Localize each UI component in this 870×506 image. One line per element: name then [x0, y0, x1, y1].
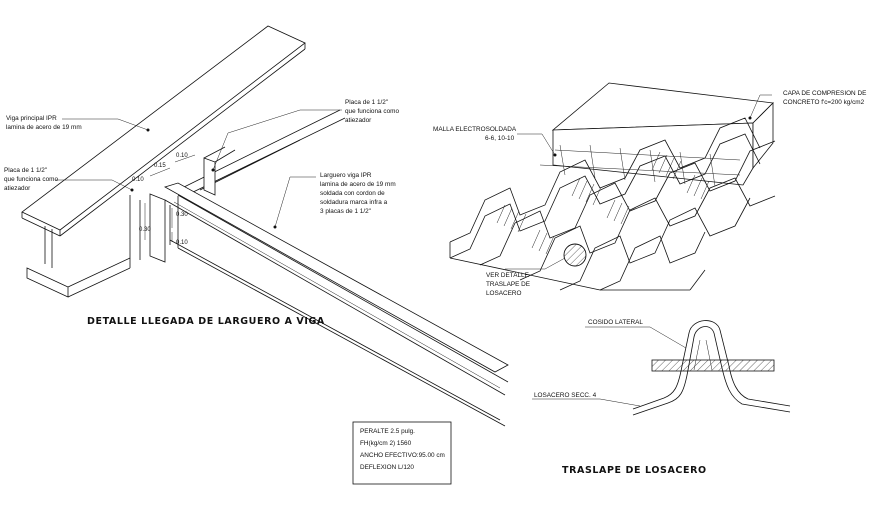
stiffener-plate-left	[149, 193, 166, 263]
label-larguero-5: 3 placas de 1 1/2"	[320, 208, 371, 215]
stiffener-plate-top	[203, 146, 236, 196]
lap-section	[632, 320, 791, 416]
label-malla-2: 6-6, 10-10	[485, 135, 515, 142]
dim-label-0-30-left: 0.30	[139, 227, 151, 233]
label-placa-top-3: atiezador	[345, 117, 372, 124]
label-larguero-3: soldada con cordon de	[320, 190, 385, 197]
label-larguero-2: lamina de acero de 19 mm	[320, 181, 396, 188]
label-viga-principal-2: lamina de acero de 19 mm	[6, 124, 82, 131]
main-beam-ipr	[21, 25, 346, 298]
label-capa-compresion-2: CONCRETO f'c=200 kg/cm2	[783, 99, 865, 106]
leader-lines-deck	[505, 94, 772, 270]
dim-label-0-10-top: 0.10	[176, 153, 188, 159]
steel-deck-losacero	[449, 117, 776, 291]
label-cosido-lateral: COSIDO LATERAL	[588, 319, 643, 326]
dim-label-0-10-bottom: 0.10	[176, 240, 188, 246]
label-placa-left-1: Placa de 1 1/2"	[4, 167, 47, 174]
label-losacero-secc: LOSACERO SECC. 4	[534, 392, 597, 399]
label-viga-principal-1: Viga principal IPR	[6, 115, 57, 122]
dim-label-0-30-right: 0.30	[176, 212, 188, 218]
leader-lines-lap	[532, 326, 687, 407]
label-larguero-4: soldadura marca infra a	[320, 199, 388, 206]
secondary-beam-larguero	[163, 182, 509, 427]
label-malla-1: MALLA ELECTROSOLDADA	[433, 126, 517, 133]
spec-deflexion: DEFLEXION L/120	[360, 464, 414, 471]
beam-detail-title: DETALLE LLEGADA DE LARGUERO A VIGA	[87, 316, 325, 327]
label-placa-top-1: Placa de 1 1/2"	[345, 99, 388, 106]
spec-box	[352, 421, 452, 485]
lap-detail-marker	[563, 243, 587, 267]
dim-label-0-10-left: 0.10	[132, 177, 144, 183]
label-placa-left-2: que funciona como	[4, 176, 58, 183]
spec-ancho: ANCHO EFECTIVO:95.00 cm	[360, 452, 445, 459]
label-ver-detalle-3: LOSACERO	[486, 290, 522, 297]
label-placa-left-3: atiezador	[4, 185, 31, 192]
label-ver-detalle-1: VER DETALLE	[486, 272, 529, 279]
lap-detail-title: TRASLAPE DE LOSACERO	[562, 465, 707, 476]
label-ver-detalle-2: TRASLAPE DE	[486, 281, 530, 288]
dim-label-0-15: 0.15	[154, 163, 166, 169]
label-placa-top-2: que funciona como	[345, 108, 399, 115]
label-larguero-1: Larguero viga IPR	[320, 172, 372, 179]
leader-lines-beam	[55, 109, 342, 229]
label-capa-compresion-1: CAPA DE COMPRESION DE	[783, 90, 866, 97]
spec-peralte: PERALTE 2.5 pulg.	[360, 428, 415, 435]
concrete-slab	[551, 82, 774, 186]
spec-fh: FH(kg/cm 2) 1560	[360, 440, 412, 447]
dimension-marks	[144, 154, 196, 242]
